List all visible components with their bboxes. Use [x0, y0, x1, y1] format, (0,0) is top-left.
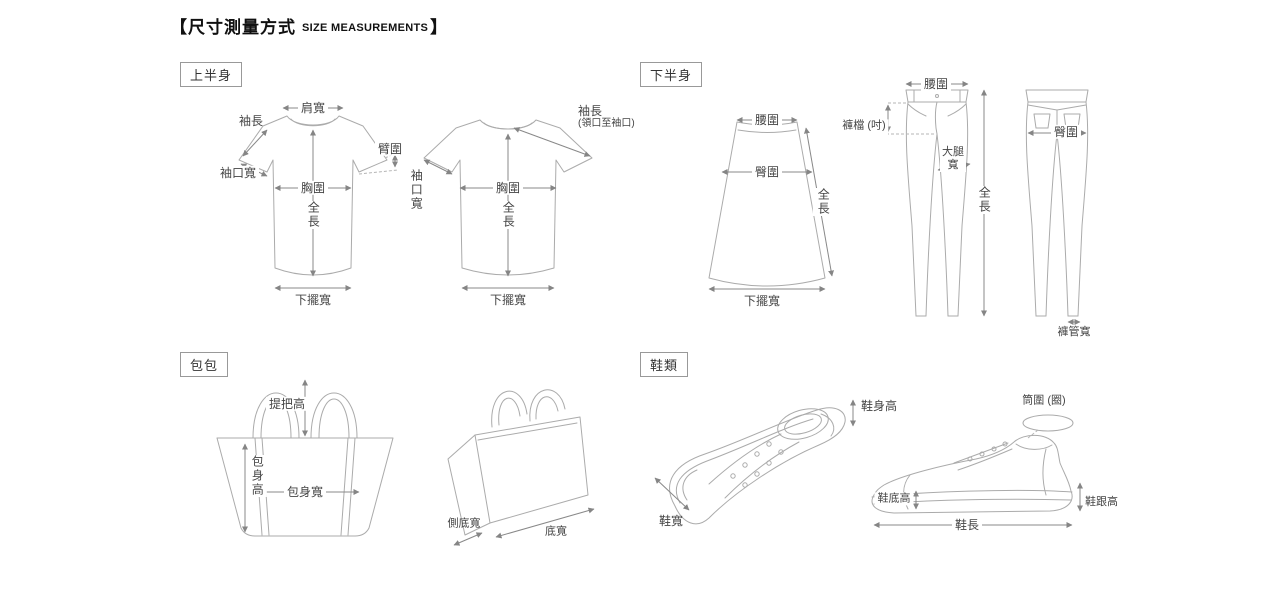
tshirt-diagram-1: [238, 105, 399, 291]
label-hip-pants: 臀圍: [1050, 124, 1082, 140]
label-shoulder-width: 肩寬: [297, 100, 329, 116]
section-upper-body: 上半身: [180, 62, 243, 87]
section-shoes: 鞋類: [640, 352, 689, 377]
label-bag-body-height: 包身高: [246, 455, 268, 497]
label-arm-girth: 臂圍: [374, 141, 406, 157]
label-chest-2: 胸圍: [492, 180, 524, 196]
label-sleeve-length-1: 袖長: [238, 113, 264, 128]
label-waist-pants: 腰圍: [920, 76, 952, 92]
label-cuff-width-1: 袖口寬: [216, 165, 260, 181]
label-hem-width-1: 下擺寬: [294, 293, 332, 307]
label-full-length-1: 全長: [302, 201, 324, 229]
label-hem-width-3: 下擺寬: [743, 294, 781, 308]
label-thigh-width: 大腿寬: [940, 146, 966, 173]
label-sleeve-length-2-main: 袖長: [578, 104, 603, 118]
page-title: 【尺寸測量方式 SIZE MEASUREMENTS 】: [170, 13, 447, 38]
page-title-zh: 【尺寸測量方式: [170, 18, 296, 37]
label-sleeve-length-2: 袖長 (領口至袖口): [578, 104, 635, 130]
label-cuff-width-2: 袖口寬: [405, 169, 427, 211]
label-bag-body-width: 包身寬: [283, 484, 327, 500]
label-full-length-3: 全長: [812, 188, 834, 216]
label-hip-skirt: 臀圍: [751, 164, 783, 180]
page-title-bracket: 】: [430, 18, 448, 37]
label-sole-height: 鞋底高: [874, 492, 914, 506]
label-bottom-width: 底寬: [545, 525, 567, 538]
label-crotch-depth: 褲檔 (吋): [839, 119, 889, 133]
label-pant-cuff-width: 褲管寬: [1057, 326, 1091, 338]
label-sleeve-length-2-note: (領口至袖口): [578, 118, 635, 130]
label-shoe-width: 鞋寬: [658, 513, 684, 528]
label-full-length-4: 全長: [973, 186, 995, 214]
tote-bag-perspective-diagram: [447, 389, 595, 546]
label-shaft-girth: 筒圍 (圈): [1022, 394, 1066, 407]
sneaker-top-view-diagram: [654, 399, 856, 525]
label-shoe-length: 鞋長: [951, 517, 983, 533]
label-heel-height: 鞋跟高: [1085, 496, 1118, 508]
label-chest-1: 胸圍: [297, 180, 329, 196]
label-handle-height: 提把高: [265, 396, 309, 412]
label-side-bottom-width: 側底寬: [447, 517, 481, 530]
label-shoe-body-height: 鞋身高: [861, 399, 898, 413]
pants-diagram: [885, 81, 1089, 325]
label-full-length-2: 全長: [497, 201, 519, 229]
page-title-en: SIZE MEASUREMENTS: [302, 21, 429, 34]
label-waist-skirt: 腰圍: [751, 112, 783, 128]
label-hem-width-2: 下擺寬: [489, 293, 527, 307]
section-lower-body: 下半身: [640, 62, 703, 87]
section-bags: 包包: [180, 352, 229, 377]
